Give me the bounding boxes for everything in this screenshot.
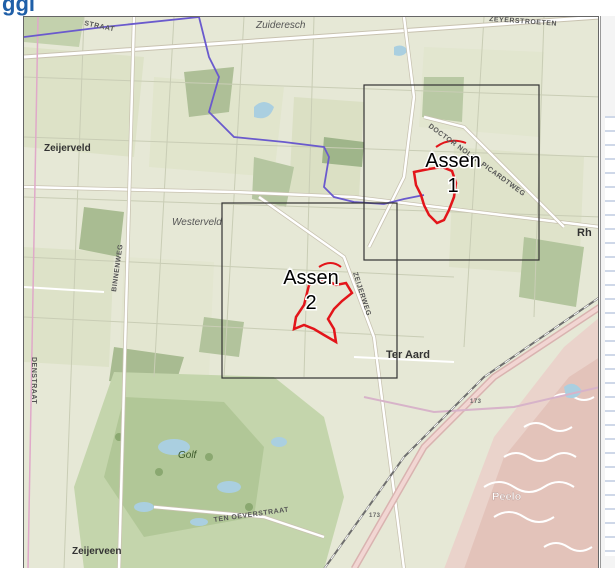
place-label-zeijerveld: Zeijerveld xyxy=(44,143,91,154)
place-label-ter-aard: Ter Aard xyxy=(386,349,430,361)
right-panel-stripe xyxy=(605,116,615,556)
map-view[interactable]: Zuideresch Zeijerveld Westerveld Ter Aar… xyxy=(23,16,599,568)
study-area-outline-1 xyxy=(412,165,458,225)
study-area-label-2-number: 2 xyxy=(305,292,316,314)
study-area-box-2 xyxy=(221,202,398,379)
urban-area-peelo xyxy=(444,318,598,568)
study-area-outline-1-arc xyxy=(435,139,467,148)
place-label-zuideresch: Zuideresch xyxy=(255,20,306,31)
study-area-box-1 xyxy=(363,84,540,261)
water-features xyxy=(254,45,582,399)
road-number-label-1: 173 xyxy=(470,399,482,405)
header-title: ggi xyxy=(2,0,35,16)
study-area-label-2-name: Assen xyxy=(283,267,339,289)
study-area-outline-2-arc xyxy=(318,262,342,268)
roads xyxy=(24,17,598,568)
right-side-panel xyxy=(600,16,615,568)
street-label-zeijerstroeten: ZEYERSTROETEN xyxy=(489,17,557,28)
place-label-zeijerveen: Zeijerveen xyxy=(72,546,121,557)
place-label-peelo: Peelo xyxy=(492,491,522,503)
pink-line xyxy=(27,17,39,568)
place-label-westerveld: Westerveld xyxy=(172,217,222,228)
golf-park-area xyxy=(74,372,344,568)
study-area-label-1-name: Assen xyxy=(425,150,481,172)
railway xyxy=(323,297,598,568)
topographic-map: Zuideresch Zeijerveld Westerveld Ter Aar… xyxy=(24,17,598,568)
field-parcels xyxy=(24,47,584,377)
study-area-label-1-number: 1 xyxy=(447,175,458,197)
study-area-outline-2 xyxy=(292,277,354,345)
road-number-label-2: 173 xyxy=(369,513,381,519)
street-label-left-straat: DENSTRAAT xyxy=(30,357,37,404)
highway xyxy=(350,304,598,568)
place-label-golf: Golf xyxy=(178,450,198,461)
place-label-rh: Rh xyxy=(577,227,592,239)
header-strip: ggi xyxy=(0,0,615,16)
